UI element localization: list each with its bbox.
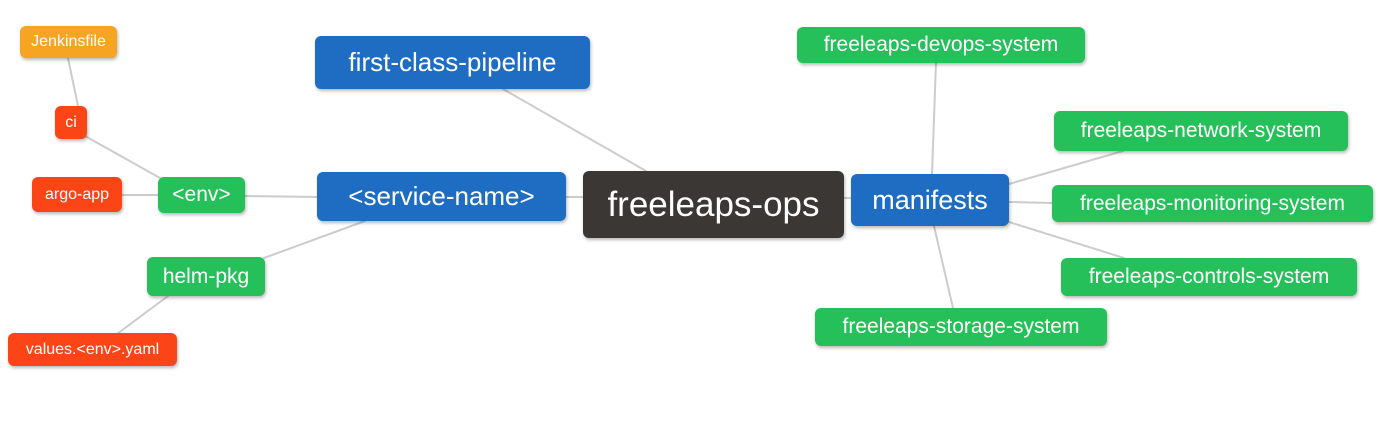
edge-manifests-to-freeleaps-monitoring-system [1008,201,1053,204]
node-freeleaps-network-system[interactable]: freeleaps-network-system [1054,111,1348,151]
node-freeleaps-devops-system[interactable]: freeleaps-devops-system [797,27,1085,63]
edge-helm-pkg-to-values-env-yaml [116,295,169,335]
edge-manifests-to-freeleaps-storage-system [933,225,954,309]
node-ci[interactable]: ci [55,106,87,139]
node-helm-pkg[interactable]: helm-pkg [147,257,265,296]
edge-env-to-service-name [244,195,318,198]
edge-jenkinsfile-to-ci [67,57,79,107]
node-freeleaps-ops[interactable]: freeleaps-ops [583,171,844,238]
node-values-env-yaml[interactable]: values.<env>.yaml [8,333,177,366]
node-jenkinsfile[interactable]: Jenkinsfile [20,26,117,58]
edge-service-name-to-helm-pkg [263,220,366,259]
edge-manifests-to-freeleaps-network-system [1008,150,1124,185]
node-freeleaps-controls-system[interactable]: freeleaps-controls-system [1061,258,1357,296]
node-freeleaps-storage-system[interactable]: freeleaps-storage-system [815,308,1107,346]
edge-manifests-to-freeleaps-controls-system [1008,221,1125,259]
node-manifests[interactable]: manifests [851,174,1009,226]
node-freeleaps-monitoring-system[interactable]: freeleaps-monitoring-system [1052,185,1373,222]
edge-ci-to-env [84,135,161,179]
node-env[interactable]: <env> [158,177,245,213]
node-first-class-pipeline[interactable]: first-class-pipeline [315,36,590,89]
edge-first-class-pipeline-to-freeleaps-ops [502,88,647,172]
node-argo-app[interactable]: argo-app [32,177,122,212]
node-service-name[interactable]: <service-name> [317,172,566,221]
edge-freeleaps-devops-system-to-manifests [931,62,937,175]
